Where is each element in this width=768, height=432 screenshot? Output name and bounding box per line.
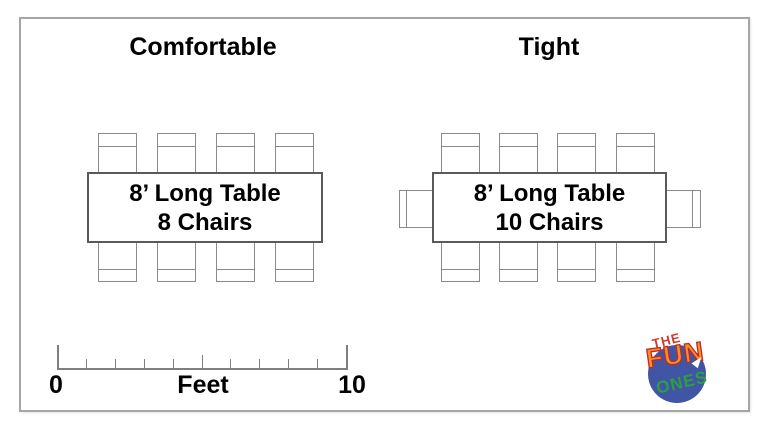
chair-back: [217, 269, 254, 270]
chair: [499, 238, 538, 282]
chair: [216, 133, 255, 177]
scale-label-start: 0: [49, 371, 63, 399]
chair-back: [558, 146, 595, 147]
chair-back: [442, 146, 479, 147]
scale-tick: [346, 345, 348, 368]
chair: [616, 133, 655, 177]
chair: [275, 133, 314, 177]
table-tight: 8’ Long Table 10 Chairs: [432, 172, 667, 243]
chair-back: [406, 191, 407, 227]
chair-back: [500, 269, 537, 270]
table-comfortable: 8’ Long Table 8 Chairs: [87, 172, 323, 243]
scale-tick: [317, 359, 318, 368]
chair-back: [276, 269, 313, 270]
scale-label-unit: Feet: [177, 371, 229, 399]
scale-label-end: 10: [338, 371, 366, 399]
scale-tick: [173, 359, 174, 368]
logo-circle: [648, 345, 706, 403]
scale-tick: [259, 359, 260, 368]
chair-back: [99, 269, 136, 270]
chair: [499, 133, 538, 177]
scale-tick: [57, 345, 59, 368]
chair: [616, 238, 655, 282]
chair-back: [617, 146, 654, 147]
chair-back: [158, 269, 195, 270]
panel-title-tight: Tight: [518, 33, 580, 61]
chair-back: [442, 269, 479, 270]
chair-back: [158, 146, 195, 147]
chair-back: [692, 191, 693, 227]
end-chair: [663, 190, 701, 228]
chair-back: [617, 269, 654, 270]
chair: [98, 133, 137, 177]
chair-back: [500, 146, 537, 147]
chair: [557, 133, 596, 177]
scale-ruler: [57, 345, 348, 370]
chair: [157, 133, 196, 177]
panel-title-comfortable: Comfortable: [129, 33, 277, 61]
chair: [441, 238, 480, 282]
table-label-line2: 8 Chairs: [157, 208, 253, 236]
scale-tick: [230, 359, 231, 368]
table-label-line1: 8’ Long Table: [129, 179, 281, 207]
table-label-line1: 8’ Long Table: [473, 179, 626, 207]
chair: [157, 238, 196, 282]
end-chair: [399, 190, 437, 228]
chair-back: [558, 269, 595, 270]
table-label-line2: 10 Chairs: [495, 208, 604, 236]
scale-tick: [115, 359, 116, 368]
chair: [441, 133, 480, 177]
scale-tick: [202, 355, 203, 368]
scale-tick: [86, 359, 87, 368]
chair: [275, 238, 314, 282]
chair: [557, 238, 596, 282]
company-logo: THE FUN ONES: [640, 328, 720, 408]
chair-back: [276, 146, 313, 147]
chair-back: [217, 146, 254, 147]
scale-tick: [288, 359, 289, 368]
scale-tick: [144, 359, 145, 368]
chair: [216, 238, 255, 282]
chair-back: [99, 146, 136, 147]
chair: [98, 238, 137, 282]
